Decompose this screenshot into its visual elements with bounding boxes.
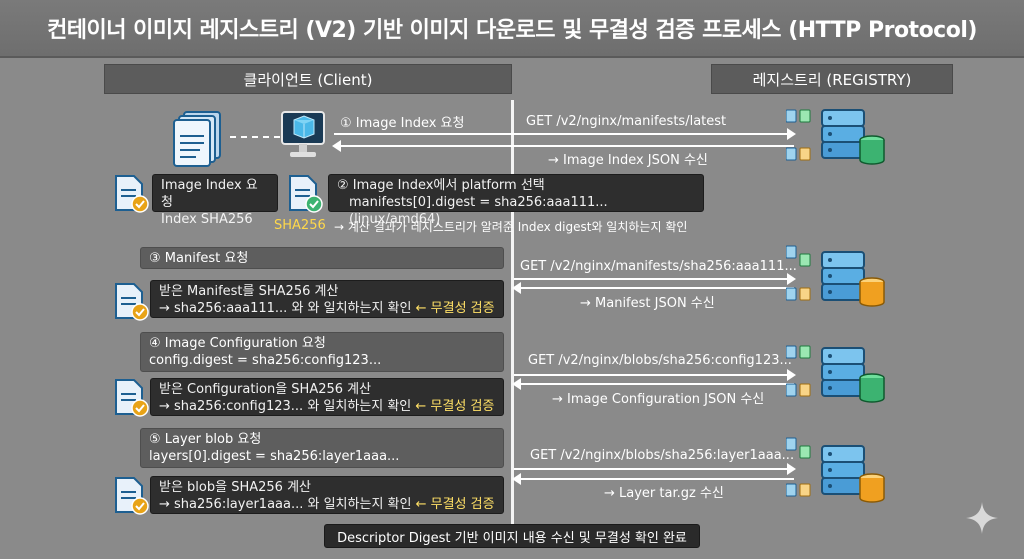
step3-request-arrow [514,273,796,285]
verified-document-icon [112,476,150,516]
divider-line [511,100,514,530]
monitor-icon [280,108,326,162]
step5-verify-line1: 받은 blob을 SHA256 계산 [159,480,311,495]
verified-document-icon [112,282,150,322]
step4-digest: config.digest = sha256:config123... [149,353,382,368]
page-title: 컨테이너 이미지 레지스트리 (V2) 기반 이미지 다운로드 및 무결성 검증… [47,18,977,43]
dashed-connector [230,136,280,138]
completion-footer: Descriptor Digest 기반 이미지 내용 수신 및 무결성 확인 … [324,524,700,548]
sha256-verified-icon [286,174,324,214]
step2-box-line1: ② Image Index에서 platform 선택 [337,178,545,193]
step3-verify-line1: 받은 Manifest를 SHA256 계산 [159,284,339,299]
step4-verify-line1: 받은 Configuration을 SHA256 계산 [159,382,372,397]
registry-column-header: 레지스트리 (REGISTRY) [711,64,953,94]
step3-response-arrow [512,282,794,294]
step3-header: ③ Manifest 요청 [140,247,504,269]
step2-platform-select-box: ② Image Index에서 platform 선택 manifests[0]… [328,174,704,227]
step5-verify-box: 받은 blob을 SHA256 계산 → sha256:layer1aaa...… [150,476,504,514]
step4-request-arrow [514,369,796,381]
client-column-header: 클라이언트 (Client) [104,64,512,94]
sparkle-icon [964,500,1000,536]
integrity-check-tag: ← 무결성 검증 [415,399,495,414]
sha256-label: SHA256 [274,218,326,233]
step3-get-label: GET /v2/nginx/manifests/sha256:aaa111... [520,259,797,274]
step3-verify-box: 받은 Manifest를 SHA256 계산 → sha256:aaa111..… [150,280,504,318]
step4-get-label: GET /v2/nginx/blobs/sha256:config123... [528,353,792,368]
step2-note: → 계산 결과가 레지스트리가 알려준 Index digest와 일치하는지 … [334,220,688,234]
title-bar: 컨테이너 이미지 레지스트리 (V2) 기반 이미지 다운로드 및 무결성 검증… [0,0,1024,58]
step5-get-label: GET /v2/nginx/blobs/sha256:layer1aaa... [530,448,795,463]
step2-box-line2: manifests[0].digest = sha256:aaa111... (… [349,195,608,227]
step3-verify-line2: → sha256:aaa111... 와 와 일치하는지 확인 [159,301,412,316]
step5-header-box: ⑤ Layer blob 요청 layers[0].digest = sha25… [140,428,504,468]
step5-digest: layers[0].digest = sha256:layer1aaa... [149,449,400,464]
verified-document-icon [112,378,150,418]
registry-server-icon [785,340,886,406]
step4-response-label: → Image Configuration JSON 수신 [552,392,765,407]
registry-server-icon [785,104,886,170]
step5-response-label: → Layer tar.gz 수신 [604,486,724,501]
step4-header: ④ Image Configuration 요청 [149,336,326,351]
step4-verify-box: 받은 Configuration을 SHA256 계산 → sha256:con… [150,378,504,416]
step2-index-request-box: Image Index 요청 Index SHA256 [152,174,278,227]
step1-request-arrow [334,128,796,140]
step1-get-label: GET /v2/nginx/manifests/latest [526,114,727,129]
step3-response-label: → Manifest JSON 수신 [580,296,715,311]
step4-header-box: ④ Image Configuration 요청 config.digest =… [140,332,504,372]
registry-server-icon [785,436,886,506]
registry-server-icon [785,244,886,310]
step4-response-arrow [512,378,794,390]
step2-left-line1: Image Index 요청 [161,178,258,210]
step5-response-arrow [512,473,794,485]
step1-response-arrow [332,140,794,152]
integrity-check-tag: ← 무결성 검증 [415,301,495,316]
step1-response-label: → Image Index JSON 수신 [548,153,708,168]
step2-left-line2: Index SHA256 [161,212,253,227]
step4-verify-line2: → sha256:config123... 와 일치하는지 확인 [159,399,412,414]
document-stack-icon [170,110,230,168]
step1-request-label: ① Image Index 요청 [340,116,465,131]
step5-verify-line2: → sha256:layer1aaa... 와 일치하는지 확인 [159,497,412,512]
verified-document-icon [112,174,150,214]
step5-header: ⑤ Layer blob 요청 [149,432,262,447]
step5-request-arrow [514,463,796,475]
integrity-check-tag: ← 무결성 검증 [415,497,495,512]
